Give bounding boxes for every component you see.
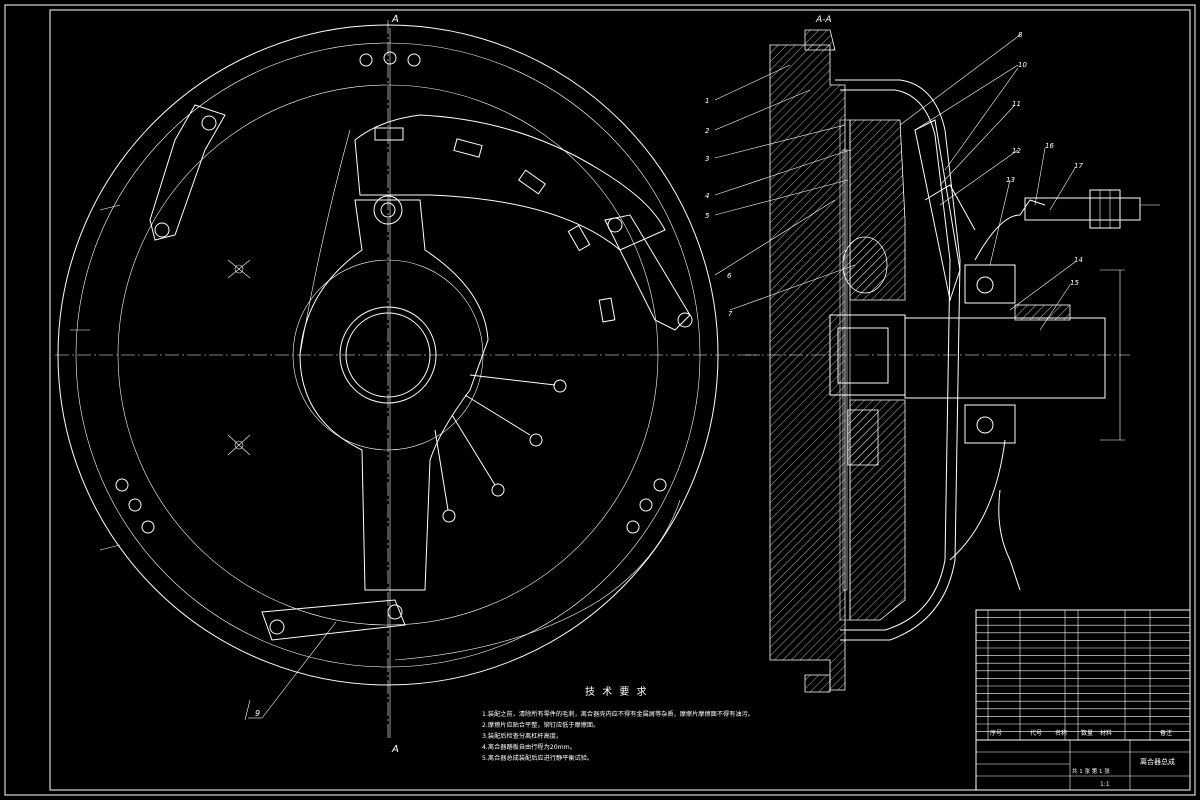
spring-arms	[434, 374, 567, 523]
tech-note-4: 4.离合器踏板自由行程为20mm。	[482, 743, 576, 751]
damper-spring	[842, 236, 888, 294]
title-block: 离合器总成 1:1 共 1 张 第 1 张	[975, 739, 1191, 791]
bom-header-material: 材料	[1100, 729, 1112, 737]
nut	[1089, 189, 1121, 229]
front-view: 9	[55, 20, 760, 740]
bom-header-name: 名称	[1055, 729, 1067, 737]
leader-labels-right: 8 10 11 12 13 16 17 14 15	[1006, 31, 1083, 287]
bom-header-remark: 备注	[1160, 729, 1172, 737]
section-label: A-A	[815, 15, 832, 25]
leader-label-16: 16	[1045, 142, 1054, 150]
leader-label-12: 12	[1012, 147, 1021, 155]
bom-header-code: 代号	[1030, 729, 1042, 737]
leader-label-11: 11	[1012, 100, 1021, 108]
bom-header-no: 序号	[990, 729, 1002, 737]
leader-label-2: 2	[705, 127, 710, 135]
tech-note-3: 3.装配后检查分离杠杆高度。	[482, 732, 562, 740]
scale: 1:1	[1100, 781, 1110, 788]
leader-labels-left: 1 2 3 4 5 6 7	[705, 97, 733, 318]
leader-label-7: 7	[728, 310, 733, 318]
push-rod	[1024, 197, 1141, 221]
left-bracket	[149, 104, 226, 241]
leader-label-10: 10	[1018, 61, 1027, 69]
cut-label-bottom: A	[391, 744, 399, 755]
leader-label-1: 1	[705, 97, 709, 105]
tech-requirements-title: 技 术 要 求	[585, 685, 649, 698]
leader-label-3: 3	[705, 155, 709, 163]
leader-label-13: 13	[1006, 176, 1015, 184]
inner-border	[49, 9, 1191, 791]
leader-label-14: 14	[1074, 256, 1083, 264]
tech-note-1: 1.装配之前，清除所有零件的毛刺，离合器壳内应不得有金属屑等杂质，摩擦片摩擦面不…	[482, 710, 754, 718]
tech-note-2: 2.摩擦片应贴合平整，铆钉应低于摩擦面。	[482, 721, 599, 729]
leader-label-4: 4	[705, 192, 709, 200]
release-lever	[299, 199, 489, 591]
friction-disc	[839, 119, 851, 621]
leader-label-8: 8	[1018, 31, 1023, 39]
release-fork	[974, 199, 1046, 261]
tech-note-5: 5.离合器总成装配后应进行静平衡试验。	[482, 754, 593, 762]
outer-border	[4, 4, 1196, 796]
cut-label-top: A	[391, 14, 399, 25]
leader-label-17: 17	[1074, 162, 1083, 170]
leader-lines	[714, 34, 1076, 331]
cover-sector	[354, 114, 666, 251]
flywheel	[769, 44, 846, 691]
bom-table: 序号 代号 名称 数量 材料 备注	[975, 609, 1191, 741]
tech-notes: 1.装配之前，清除所有零件的毛刺，离合器壳内应不得有金属屑等杂质，摩擦片摩擦面不…	[482, 710, 754, 762]
drawing-name: 离合器总成	[1140, 757, 1175, 766]
leader-label-5: 5	[705, 212, 710, 220]
bottom-link	[261, 599, 406, 641]
release-bearing-top	[964, 264, 1016, 304]
bom-header-qty: 数量	[1081, 729, 1093, 737]
input-shaft	[904, 317, 1106, 399]
release-bearing-bottom	[964, 404, 1016, 444]
sheet-info: 共 1 张 第 1 张	[1072, 767, 1110, 775]
section-view	[745, 29, 1160, 693]
leader-label-6: 6	[727, 272, 732, 280]
right-link	[604, 214, 691, 331]
leader-label-9: 9	[255, 709, 260, 718]
clutch-cover	[835, 79, 961, 641]
leader-label-15: 15	[1070, 279, 1079, 287]
